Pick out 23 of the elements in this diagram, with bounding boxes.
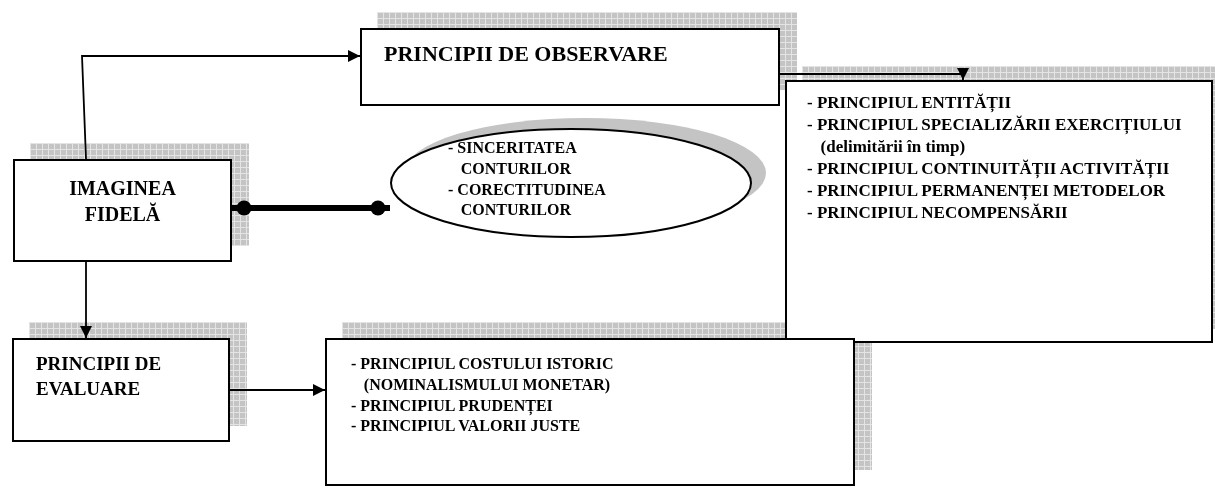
connector-line <box>232 200 390 216</box>
heading: PRINCIPII DE EVALUARE <box>36 352 163 401</box>
heading: PRINCIPII DE OBSERVARE <box>384 40 668 68</box>
list-item: - PRINCIPIUL PRUDENȚEI <box>351 395 553 417</box>
text-box <box>785 80 1213 343</box>
heading: IMAGINEA FIDELĂ <box>68 176 177 227</box>
list-item: - SINCERITATEA CONTURILOR <box>448 138 578 179</box>
list-item: - PRINCIPIUL CONTINUITĂȚII ACTIVITĂȚII <box>807 158 1170 181</box>
text-box <box>325 338 855 486</box>
list-item: - PRINCIPIUL ENTITĂȚII <box>807 92 1012 114</box>
list-item: - PRINCIPIUL VALORII JUSTE <box>351 416 581 437</box>
arrow <box>81 50 361 160</box>
arrow <box>80 261 92 339</box>
list-item: - PRINCIPIUL SPECIALIZĂRII EXERCIȚIULUI (delimitării în timp) <box>807 114 1183 159</box>
list-item: - PRINCIPIUL NECOMPENSĂRII <box>807 202 1068 225</box>
text-box <box>12 338 230 442</box>
text-box <box>13 159 232 262</box>
list-item: - PRINCIPIUL PERMANENȚEI METODELOR <box>807 180 1166 203</box>
text-box <box>360 28 780 106</box>
list-item: - CORECTITUDINEA CONTURILOR <box>448 179 607 221</box>
list-item: - PRINCIPIUL COSTULUI ISTORIC (NOMINALISMULUI MONETAR) <box>351 354 615 396</box>
arrow <box>779 68 969 81</box>
arrow <box>229 384 326 396</box>
